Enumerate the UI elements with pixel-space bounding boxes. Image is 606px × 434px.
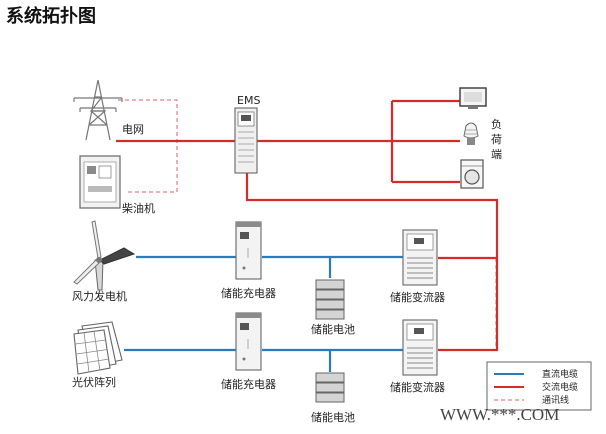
grid-tower-icon: [73, 79, 123, 141]
charger1-label: 储能充电器: [221, 286, 276, 300]
load-label-1: 负: [491, 117, 502, 131]
dc-lines: [124, 255, 403, 372]
legend-ac-label: 交流电缆: [542, 381, 578, 393]
pcs-cabinet-icon: [402, 319, 438, 376]
load-label-3: 端: [491, 148, 502, 161]
ems-label: EMS: [237, 94, 260, 107]
grid-label: 电网: [122, 123, 144, 136]
pcs-cabinet-icon: [402, 229, 438, 286]
load-label-2: 荷: [491, 133, 502, 146]
pv-array-icon: [73, 321, 123, 375]
pcs2-label: 储能变流器: [390, 380, 445, 394]
diesel-label: 柴油机: [122, 201, 155, 215]
battery-icon: [315, 279, 345, 320]
wind-label: 风力发电机: [72, 289, 127, 303]
page-title: 系统拓扑图: [6, 6, 96, 27]
charger-cabinet-icon: [235, 312, 262, 371]
pcs1-label: 储能变流器: [390, 290, 445, 304]
charger2-label: 储能充电器: [221, 377, 276, 391]
battery-icon: [315, 372, 345, 403]
washing-machine-icon: [460, 159, 484, 189]
charger-cabinet-icon: [235, 221, 262, 280]
legend-comm-label: 通讯线: [542, 394, 569, 406]
wind-turbine-icon: [73, 220, 136, 291]
tv-icon: [459, 87, 487, 109]
legend: 直流电缆 交流电缆 通讯线: [486, 361, 592, 411]
battery2-label: 储能电池: [311, 410, 355, 424]
diesel-generator-icon: [79, 155, 121, 209]
light-bulb-icon: [463, 122, 479, 145]
battery1-label: 储能电池: [311, 322, 355, 336]
ems-cabinet-icon: [234, 107, 258, 174]
pv-label: 光伏阵列: [72, 375, 116, 389]
legend-dc-label: 直流电缆: [542, 368, 578, 380]
ac-lines: [116, 99, 499, 352]
comm-lines: [118, 99, 497, 350]
watermark-text: WWW.***.COM: [440, 405, 559, 424]
